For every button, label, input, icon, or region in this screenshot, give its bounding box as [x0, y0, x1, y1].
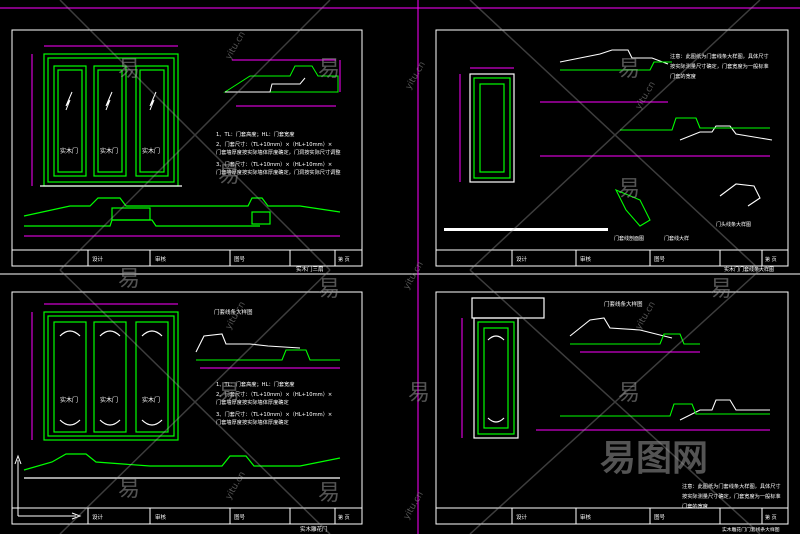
door-label-2: 实木门: [100, 396, 118, 404]
svg-text:设计: 设计: [516, 513, 528, 521]
svg-text:门套的宽度: 门套的宽度: [682, 502, 708, 510]
svg-text:易: 易: [118, 477, 140, 502]
notes-right-block: 注意：此图纸为门套线条大样图，具体尺寸 按实际测量尺寸确定，门套宽度为一般标准 …: [670, 52, 769, 80]
watermark-layer: 易 易 易 易 易 易 易 易 易 易 易 易 易 yitu.cn yitu.c…: [59, 0, 761, 534]
door-label-1: 实木门: [60, 147, 78, 155]
door-dimension-lines: [31, 45, 178, 186]
svg-text:审核: 审核: [155, 513, 167, 521]
svg-text:1、TL：门套高度；HL：门套宽度: 1、TL：门套高度；HL：门套宽度: [216, 130, 294, 138]
svg-text:图号: 图号: [234, 513, 246, 521]
svg-text:按实际测量尺寸确定，门套宽度为一般标准: 按实际测量尺寸确定，门套宽度为一般标准: [670, 62, 769, 70]
svg-text:易: 易: [618, 381, 640, 406]
svg-text:门套的宽度: 门套的宽度: [670, 72, 696, 80]
moulding-profile-top[interactable]: [195, 333, 340, 369]
sheet-bottom-right[interactable]: 门套线条大样图 注意：此图纸为门套线条大样图，具体尺寸 按实际测量尺寸确定，门套…: [435, 291, 789, 533]
svg-text:3、门套尺寸：（TL+10mm）×（HL+10mm）×: 3、门套尺寸：（TL+10mm）×（HL+10mm）×: [216, 160, 332, 168]
watermark-glyph: 易: [118, 57, 140, 82]
svg-text:第 页: 第 页: [765, 256, 777, 263]
door-label-2: 实木门: [100, 147, 118, 155]
svg-text:3、门套尺寸：（TL+10mm）×（HL+10mm）×: 3、门套尺寸：（TL+10mm）×（HL+10mm）×: [216, 410, 332, 418]
watermark-diagonals: [59, 0, 761, 534]
sheet-bottom-left[interactable]: 实木门 实木门 实木门 门套线条大样图 1、TL：门套高度；HL：门套宽度 2、…: [11, 291, 363, 533]
title-drawing-name: 实木雕花门: [300, 525, 328, 533]
svg-text:第 页: 第 页: [765, 514, 777, 521]
door-elevation[interactable]: [40, 53, 182, 187]
title-check: 审核: [155, 255, 167, 263]
svg-text:审核: 审核: [580, 513, 592, 521]
title-sheet: 第 页: [338, 256, 350, 263]
callout-label: 门套线条大样图: [214, 308, 253, 316]
svg-text:易: 易: [408, 381, 430, 406]
carved-door-elevation[interactable]: [43, 311, 179, 441]
svg-text:2、门套尺寸：（TL+10mm）×（HL+10mm）×: 2、门套尺寸：（TL+10mm）×（HL+10mm）×: [216, 390, 332, 398]
title-drawing-no: 图号: [234, 255, 246, 263]
svg-text:门套墙厚度按实际墙体厚度确定: 门套墙厚度按实际墙体厚度确定: [216, 418, 289, 426]
door-dimension-lines: [31, 303, 178, 440]
svg-text:易: 易: [618, 57, 640, 82]
title-drawing-name: 实木门门套线条大样图: [724, 266, 774, 273]
notes-right-block: 注意：此图纸为门套线条大样图，具体尺寸 按实际测量尺寸确定，门套宽度为一般标准 …: [682, 482, 781, 510]
svg-text:注意：此图纸为门套线条大样图，具体尺寸: 注意：此图纸为门套线条大样图，具体尺寸: [682, 482, 781, 490]
svg-text:2、门套尺寸：（TL+10mm）×（HL+10mm）×: 2、门套尺寸：（TL+10mm）×（HL+10mm）×: [216, 140, 332, 148]
svg-text:第 页: 第 页: [338, 514, 350, 521]
svg-text:审核: 审核: [580, 255, 592, 263]
ucs-axis-icon: [14, 454, 82, 520]
moulding-profile-bottom[interactable]: [23, 453, 341, 479]
title-block[interactable]: 设计 审核 图号 第 页 实木门门套线条大样图: [435, 249, 789, 273]
svg-text:易: 易: [318, 481, 340, 506]
title-block[interactable]: 设计 审核 图号 第 页 实木门三扇: [11, 249, 363, 273]
single-door-elevation[interactable]: [469, 73, 515, 183]
svg-text:门套墙厚度按实际墙体厚度确定，门洞按实际尺寸调整: 门套墙厚度按实际墙体厚度确定，门洞按实际尺寸调整: [216, 168, 341, 176]
svg-text:易: 易: [318, 277, 340, 302]
svg-text:门套墙厚度按实际墙体厚度确定，门洞按实际尺寸调整: 门套墙厚度按实际墙体厚度确定，门洞按实际尺寸调整: [216, 148, 341, 156]
title-drawing-name: 实木雕花门门套线条大样图: [722, 526, 780, 533]
door-label-3: 实木门: [142, 396, 160, 404]
title-designer: 设计: [92, 255, 104, 263]
svg-text:1、TL：门套高度；HL：门套宽度: 1、TL：门套高度；HL：门套宽度: [216, 380, 294, 388]
svg-text:门头线条大样图: 门头线条大样图: [716, 221, 751, 228]
svg-text:图号: 图号: [654, 513, 666, 521]
moulding-profile-bottom[interactable]: [23, 197, 341, 227]
glass-pattern: [65, 91, 157, 111]
watermark-logo-text: 易图网: [600, 438, 708, 479]
svg-text:设计: 设计: [516, 255, 528, 263]
svg-text:门套墙厚度按实际墙体厚度确定: 门套墙厚度按实际墙体厚度确定: [216, 398, 289, 406]
sheet-top-right[interactable]: 注意：此图纸为门套线条大样图，具体尺寸 按实际测量尺寸确定，门套宽度为一般标准 …: [435, 29, 789, 273]
svg-text:易: 易: [318, 57, 340, 82]
carved-door-elevation[interactable]: [471, 297, 545, 439]
door-label-3: 实木门: [142, 147, 160, 155]
moulding-profiles[interactable]: [540, 49, 773, 227]
svg-text:设计: 设计: [92, 513, 104, 521]
notes-block: 1、TL：门套高度；HL：门套宽度 2、门套尺寸：（TL+10mm）×（HL+1…: [216, 130, 341, 176]
title-block[interactable]: 设计 审核 图号 第 页 实木雕花门门套线条大样图: [435, 507, 789, 533]
callout-label: 门套线条大样图: [604, 300, 643, 308]
door-dimension-lines: [459, 67, 514, 182]
svg-text:易: 易: [618, 177, 640, 202]
door-label-1: 实木门: [60, 396, 78, 404]
notes-block: 1、TL：门套高度；HL：门套宽度 2、门套尺寸：（TL+10mm）×（HL+1…: [216, 380, 332, 426]
svg-text:图号: 图号: [654, 255, 666, 263]
svg-text:易: 易: [218, 163, 240, 188]
svg-text:门套线剖面图: 门套线剖面图: [614, 235, 644, 242]
highlight-bar: [444, 228, 608, 231]
moulding-profiles[interactable]: [536, 317, 770, 431]
svg-text:易: 易: [710, 277, 732, 302]
section-labels: 门套线剖面图 门套线大样 门头线条大样图: [614, 221, 751, 242]
sheet-top-left[interactable]: 实木门 实木门 实木门 1、TL：门套高度；HL：门套宽度 2、门套尺寸：（TL…: [11, 29, 363, 273]
moulding-profile-top[interactable]: [223, 59, 341, 107]
title-block[interactable]: 设计 审核 图号 第 页 实木雕花门: [11, 507, 363, 533]
svg-text:易: 易: [218, 381, 240, 406]
title-drawing-name: 实木门三扇: [296, 265, 324, 273]
svg-text:按实际测量尺寸确定，门套宽度为一般标准: 按实际测量尺寸确定，门套宽度为一般标准: [682, 492, 781, 500]
yitu-logo: 易图网: [600, 438, 708, 479]
svg-text:注意：此图纸为门套线条大样图，具体尺寸: 注意：此图纸为门套线条大样图，具体尺寸: [670, 52, 769, 60]
svg-text:易: 易: [118, 267, 140, 292]
svg-text:门套线大样: 门套线大样: [664, 235, 689, 242]
